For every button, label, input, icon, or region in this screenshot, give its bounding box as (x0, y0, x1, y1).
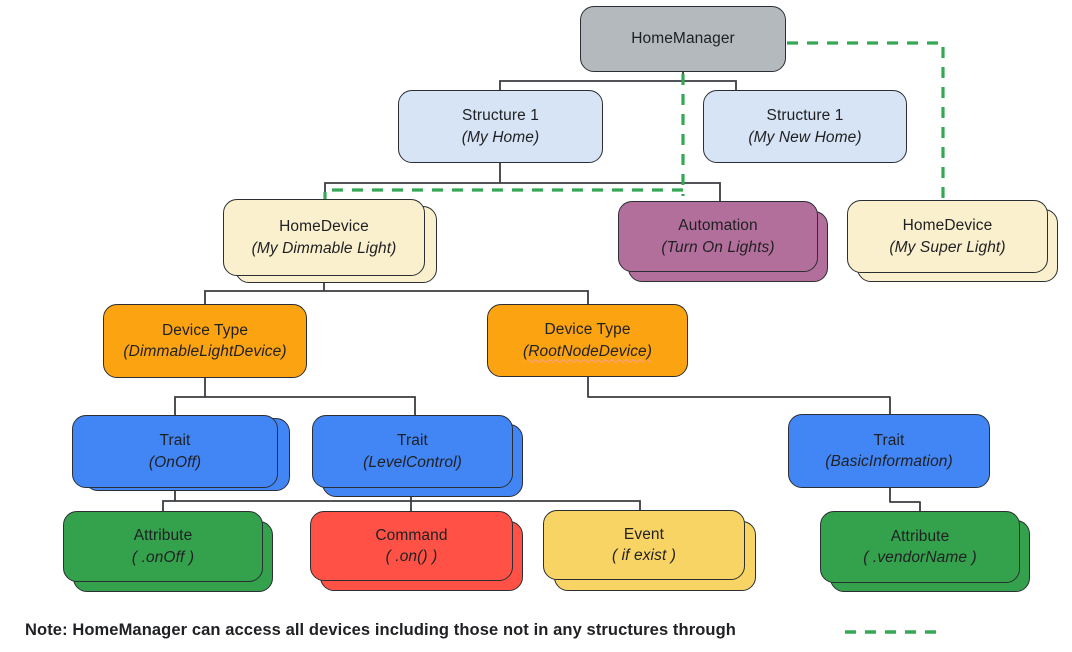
node-title: Device Type (161, 321, 249, 339)
node-subtitle: (Turn On Lights) (661, 238, 775, 256)
node-event-if-exist: Event ( if exist ) (543, 510, 756, 591)
node-subtitle: (RootNodeDevice) (522, 342, 653, 360)
node-devicetype-rootnodedevice: Device Type (RootNodeDevice) (487, 304, 688, 377)
node-title: Device Type (544, 321, 631, 338)
node-title: Structure 1 (766, 107, 844, 124)
node-subtitle: ( if exist ) (611, 547, 677, 564)
node-homedevice-dimmable-light: HomeDevice (My Dimmable Light) (223, 199, 437, 283)
node-title: Trait (873, 431, 905, 449)
dashed-link-homemanager-dimmablelight (323, 74, 685, 199)
node-subtitle: ( .onOff ) (131, 548, 195, 566)
node-title: Automation (678, 217, 758, 234)
node-attribute-vendorname: Attribute ( .vendorName ) (820, 511, 1030, 592)
node-title: HomeDevice (279, 218, 369, 235)
node-homedevice-super-light: HomeDevice (My Super Light) (847, 200, 1058, 282)
node-title: Attribute (133, 527, 193, 544)
node-automation: Automation (Turn On Lights) (618, 201, 828, 282)
note-text: Note: HomeManager can access all devices… (25, 621, 736, 639)
node-title: Attribute (890, 527, 950, 545)
node-title: Event (623, 525, 665, 543)
node-trait-onoff: Trait (OnOff) (72, 415, 290, 491)
node-subtitle: (My Home) (461, 128, 540, 146)
node-title: HomeDevice (902, 217, 993, 234)
node-title: Structure 1 (462, 107, 539, 124)
node-title: Command (375, 526, 448, 544)
node-trait-levelcontrol: Trait (LevelControl) (312, 415, 523, 497)
node-subtitle: (BasicInformation) (825, 453, 953, 470)
node-subtitle: ( .vendorName ) (863, 549, 977, 566)
node-structure-my-home: Structure 1 (My Home) (398, 90, 603, 163)
node-subtitle: (OnOff) (148, 453, 202, 471)
node-structure-my-new-home: Structure 1 (My New Home) (703, 90, 907, 163)
node-command-on: Command ( .on() ) (310, 511, 523, 591)
node-home-manager: HomeManager (580, 6, 786, 72)
node-subtitle: (LevelControl) (363, 453, 462, 471)
node-subtitle: (My Dimmable Light) (251, 239, 397, 257)
node-attribute-onoff: Attribute ( .onOff ) (63, 511, 273, 592)
node-title: Trait (159, 432, 191, 449)
node-subtitle: ( .on() ) (385, 548, 438, 565)
node-title: Trait (397, 432, 428, 449)
dashed-link-homemanager-superlight (787, 41, 945, 199)
node-subtitle: (DimmableLightDevice) (123, 343, 287, 360)
node-subtitle: (My New Home) (748, 128, 862, 146)
node-title: HomeManager (631, 30, 735, 48)
node-devicetype-dimmablelightdevice: Device Type (DimmableLightDevice) (103, 304, 307, 378)
node-subtitle: (My Super Light) (889, 238, 1006, 256)
node-trait-basicinformation: Trait (BasicInformation) (788, 414, 990, 488)
